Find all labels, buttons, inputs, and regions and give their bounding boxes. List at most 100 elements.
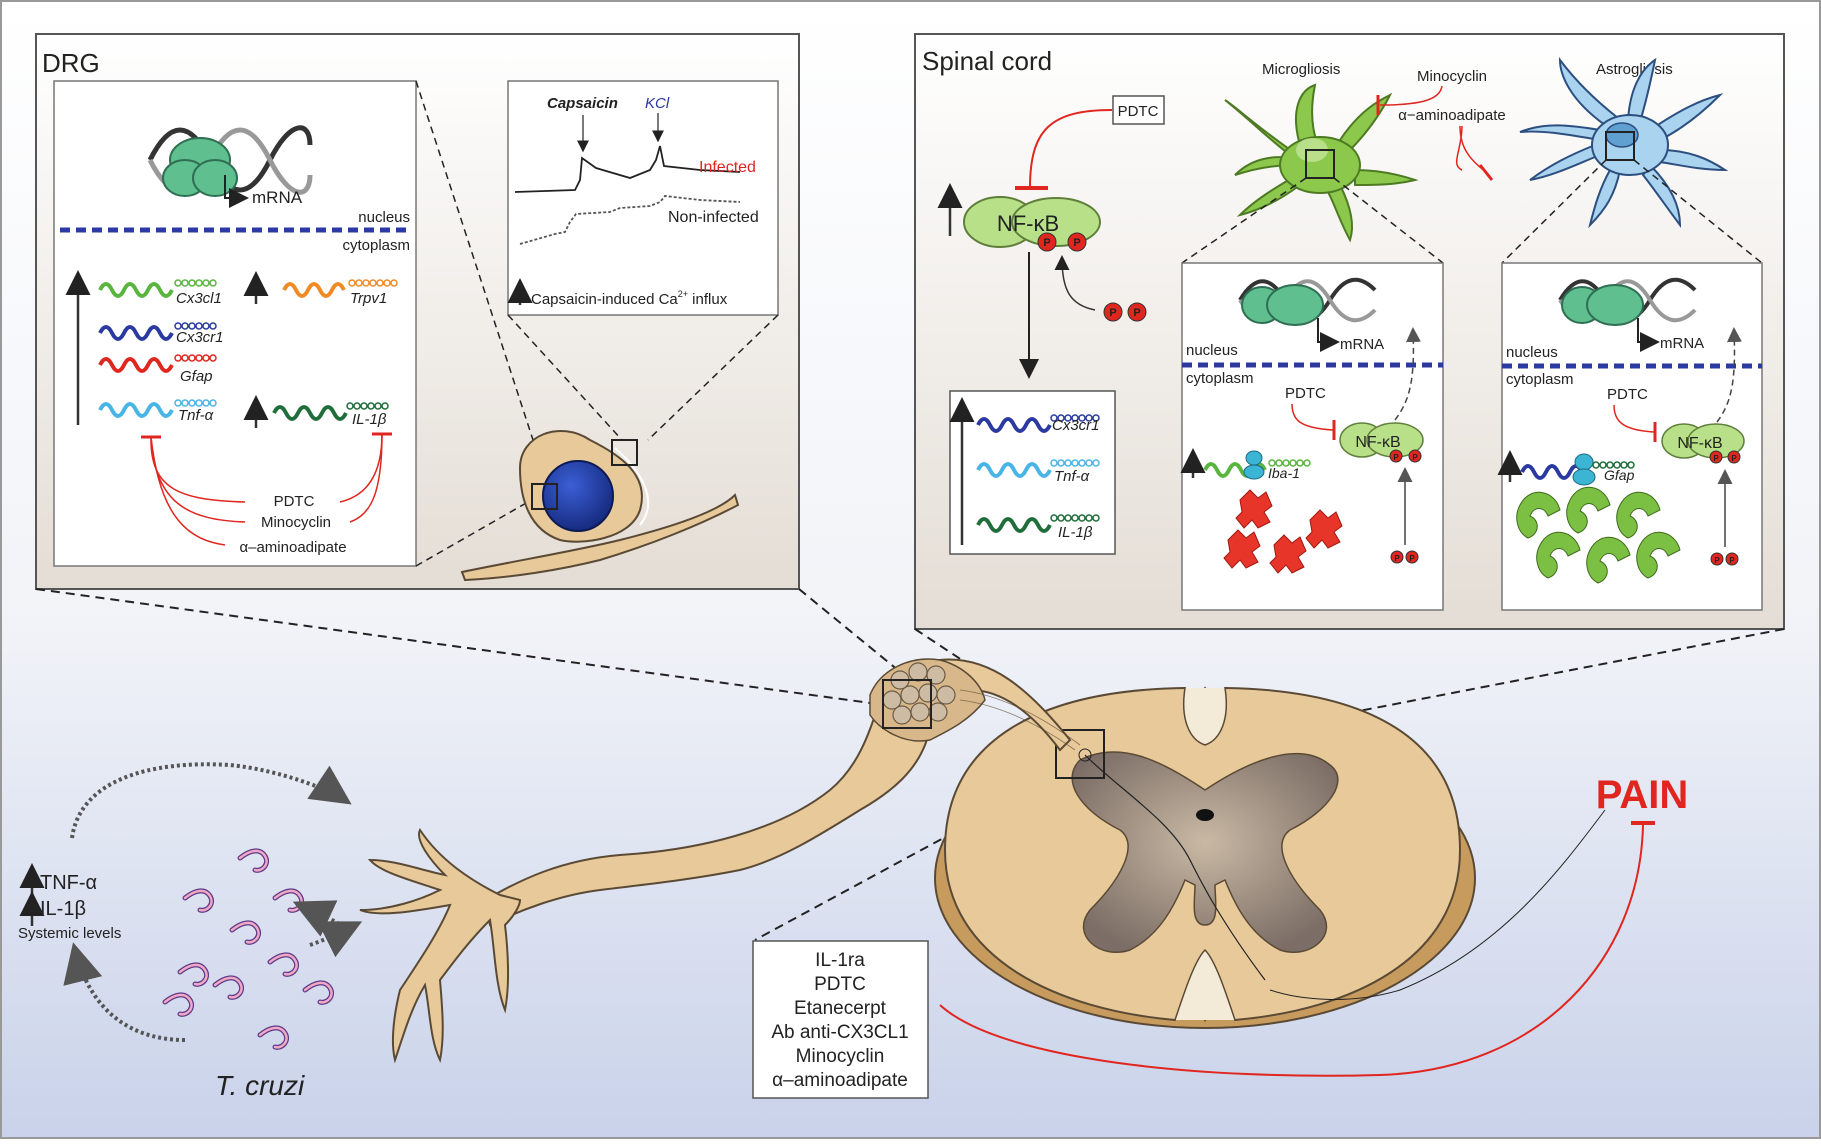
phosphate-label: P: [1713, 454, 1719, 463]
pain-label: PAIN: [1596, 773, 1689, 817]
kcl-label: KCl: [645, 95, 670, 112]
iba1-proteins-icon: [1223, 489, 1343, 574]
phosphate-label: P: [1393, 453, 1399, 462]
phosphate-icon: [1127, 302, 1147, 322]
nucleus-label: nucleus: [1186, 342, 1238, 359]
pdtc-label: PDTC: [1607, 386, 1648, 403]
gene-trpv1: Trpv1: [282, 279, 398, 307]
mrna-label: mRNA: [1660, 335, 1704, 352]
capsaicin-label: Capsaicin: [547, 95, 618, 112]
astrogliosis-label: Astrogliosis: [1596, 61, 1673, 78]
phosphate-icon: [1390, 550, 1404, 564]
spinal-panel: Spinal cord PDTC NF-κB P P P P Cx3cr1: [914, 33, 1785, 630]
gene-cx3cl1: Cx3cl1: [98, 279, 222, 307]
gene-label: IL-1β: [352, 411, 387, 428]
gene-label: Gfap: [180, 368, 213, 385]
phosphate-label: P: [1073, 237, 1080, 249]
gene-label: Cx3cl1: [176, 290, 222, 307]
microglia-dna-helix: [1238, 277, 1377, 352]
treatment-item: Minocyclin: [796, 1046, 885, 1067]
microglia-cell-icon: [1224, 83, 1419, 243]
gene-il1b: IL-1β: [272, 402, 389, 428]
inhibition-lines: [141, 432, 392, 546]
zoom-box: [1305, 149, 1335, 179]
spinal-cord-section: [934, 686, 1476, 1029]
calcium-trace-panel: [507, 80, 779, 316]
gene-tnf: Tnf-α: [98, 399, 217, 424]
zoom-box: [531, 483, 558, 510]
zoom-box: [882, 679, 932, 729]
nfkb-label: NF-κB: [1677, 435, 1722, 452]
phosphate-icon: [1103, 302, 1123, 322]
non-infected-label: Non-infected: [668, 209, 759, 226]
cytoplasm-label: cytoplasm: [1186, 370, 1254, 387]
inhibition-bar: [1478, 164, 1494, 181]
gene-gfap-astro: Gfap: [1520, 453, 1635, 486]
systemic-arrows: [63, 762, 363, 1042]
treatment-item: Ab anti-CX3CL1: [771, 1022, 908, 1043]
pdtc-box: [1112, 95, 1165, 125]
phosphate-label: P: [1133, 307, 1140, 319]
systemic-il1b: IL-1β: [40, 898, 86, 920]
pdtc-inhibition-line: [1029, 109, 1113, 189]
non-infected-trace: [519, 195, 741, 245]
nerve-endings: [359, 828, 522, 1064]
zoom-box: [611, 439, 638, 466]
gfap-proteins-icon: [1516, 486, 1681, 584]
phosphorylation-arrow-icon: [1054, 255, 1096, 311]
gene-cx3cr1: Cx3cr1: [98, 322, 224, 346]
zoom-box: [1055, 729, 1105, 779]
treatment-item: Etanecerpt: [794, 998, 887, 1019]
gene-label: Tnf-α: [1054, 468, 1090, 485]
drg-title: DRG: [42, 48, 100, 78]
drg-nucleus-label: nucleus: [358, 209, 410, 226]
nucleus-label: nucleus: [1506, 344, 1558, 361]
treatment-item: PDTC: [814, 974, 866, 995]
microgliosis-label: Microgliosis: [1262, 61, 1340, 78]
phosphate-label: P: [1043, 237, 1050, 249]
spinal-gene-tnf: Tnf-α: [976, 459, 1100, 485]
treatment-item: α–aminoadipate: [772, 1070, 908, 1091]
phosphate-label: P: [1409, 554, 1415, 563]
phosphate-label: P: [1729, 556, 1735, 565]
aminoadipate-label: α−aminoadipate: [1398, 107, 1506, 124]
pain-inhibition-line: [939, 824, 1644, 1077]
gene-label: Gfap: [1604, 467, 1635, 483]
phosphate-icon: [1405, 550, 1419, 564]
drg-gene-panel: [53, 80, 417, 567]
central-canal: [1196, 809, 1214, 821]
phosphate-label: P: [1109, 307, 1116, 319]
translocation-arrow-icon: [1716, 327, 1742, 423]
zoom-lines: [1181, 159, 1763, 264]
neuron-nucleus: [542, 460, 614, 532]
gene-label: Cx3cr1: [176, 329, 224, 346]
pdtc-label: PDTC: [1285, 385, 1326, 402]
spinal-title: Spinal cord: [922, 46, 1052, 76]
gene-iba1: Iba-1: [1203, 450, 1311, 481]
pain-pathway-line: [1269, 809, 1606, 1000]
infected-trace: [514, 145, 741, 193]
systemic-tnf: TNF-α: [40, 872, 97, 894]
nfkb-label: NF-κB: [997, 211, 1059, 236]
t-cruzi-label: T. cruzi: [215, 1070, 305, 1101]
drug-pdtc: PDTC: [274, 493, 315, 510]
gene-label: Tnf-α: [178, 407, 214, 424]
nfkb-complex: NF-κB P P: [1661, 423, 1745, 464]
drg-panel: DRG mRNA nucleus cytoplasm Cx3cl1: [35, 33, 800, 590]
nfkb-label: NF-κB: [1355, 434, 1400, 451]
dna-helix: [147, 125, 313, 208]
gene-label: IL-1β: [1058, 524, 1093, 541]
systemic-levels-label: Systemic levels: [18, 925, 121, 942]
spinal-gene-cx3cr1: Cx3cr1: [976, 414, 1100, 434]
nfkb-complex: NF-κB P P: [963, 196, 1101, 252]
gene-label: Trpv1: [350, 290, 387, 307]
drg-mrna-label: mRNA: [252, 188, 303, 207]
phosphate-label: P: [1412, 453, 1418, 462]
zoom-box: [1605, 131, 1635, 161]
sensory-nerve: [359, 658, 1081, 1064]
drug-aminoadipate: α–aminoadipate: [239, 539, 346, 556]
phosphate-icon: [1725, 552, 1739, 566]
calcium-influx-label: Capsaicin-induced Ca2+ influx: [531, 289, 728, 308]
